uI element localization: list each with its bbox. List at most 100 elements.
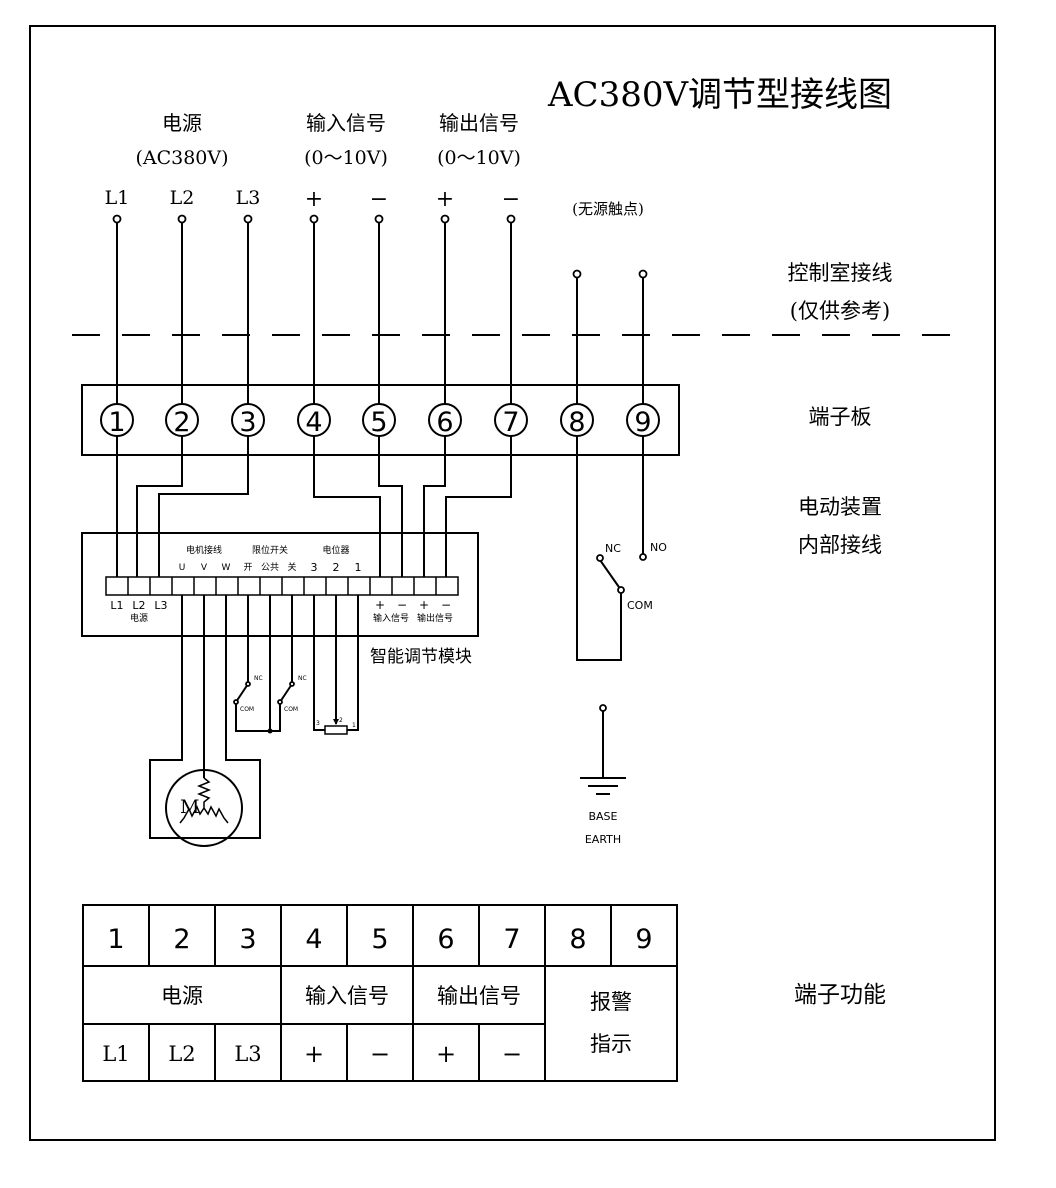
table-row3: L2 xyxy=(168,1042,195,1066)
table-row3: L1 xyxy=(102,1042,129,1066)
module-group-limit: 限位开关 xyxy=(252,544,288,556)
board-number: 4 xyxy=(305,407,322,438)
terminal-board xyxy=(81,384,680,456)
table-number: 7 xyxy=(503,924,520,955)
top-terminal-dots xyxy=(112,214,648,279)
alarm-switch-com: COM xyxy=(627,599,653,612)
control-room-label: 控制室接线 xyxy=(788,261,893,285)
potentiometer xyxy=(324,725,348,735)
group-input-range: (0～10V) xyxy=(304,147,388,169)
board-to-module-wires xyxy=(116,436,512,577)
alarm-switch-no: NO xyxy=(650,541,667,554)
outer-frame xyxy=(29,25,996,1141)
module-group-motor: 电机接线 xyxy=(186,544,222,556)
limit-switch-com: COM xyxy=(284,706,298,713)
terminal-board-label: 端子板 xyxy=(809,405,872,429)
pot-pin: 3 xyxy=(316,720,320,727)
limit-switch-nc: NC xyxy=(298,675,307,682)
potentiometer-wiper xyxy=(333,719,339,725)
table-number: 2 xyxy=(173,924,190,955)
diagram-title: AC380V调节型接线图 xyxy=(547,75,892,115)
board-number: 6 xyxy=(436,407,453,438)
top-wires xyxy=(116,217,644,404)
module-top-label: 3 xyxy=(311,561,318,574)
table-number: 5 xyxy=(371,924,388,955)
table-number: 9 xyxy=(635,924,652,955)
module-power-label: L3 xyxy=(154,599,167,612)
reference-only-label: (仅供参考) xyxy=(790,299,890,323)
module-top-label: U xyxy=(179,563,186,573)
module-power-caption: 电源 xyxy=(130,612,148,624)
potentiometer-wires xyxy=(313,595,359,731)
smart-control-module xyxy=(81,532,479,637)
top-terminal-label: + xyxy=(305,187,323,212)
top-terminal-label: − xyxy=(370,187,388,212)
table-row3: + xyxy=(436,1040,456,1068)
table-row3: L3 xyxy=(234,1042,261,1066)
internal-label-2: 内部接线 xyxy=(798,533,882,557)
module-top-label: 1 xyxy=(355,561,362,574)
motor xyxy=(165,769,243,847)
module-top-label: W xyxy=(222,563,231,573)
table-number: 6 xyxy=(437,924,454,955)
alarm-switch-no-dot xyxy=(639,553,647,561)
pot-pin: 2 xyxy=(339,717,343,724)
module-signal-pm: − xyxy=(397,598,407,612)
table-row3: − xyxy=(502,1040,522,1068)
board-number: 2 xyxy=(173,407,190,438)
pot-pin: 1 xyxy=(352,722,356,729)
module-name: 智能调节模块 xyxy=(370,647,472,667)
alarm-switch-wire-com xyxy=(576,436,622,661)
limit-switch-dots xyxy=(233,681,295,734)
internal-label-1: 电动装置 xyxy=(798,495,882,519)
board-number: 7 xyxy=(502,407,519,438)
top-terminal-label: + xyxy=(436,187,454,212)
module-signal-pm: + xyxy=(375,598,385,612)
table-number: 3 xyxy=(239,924,256,955)
table-number: 8 xyxy=(569,924,586,955)
alarm-switch-com-dot xyxy=(617,586,625,594)
board-number: 1 xyxy=(108,407,125,438)
table-power: 电源 xyxy=(161,984,203,1008)
module-input-caption: 输入信号 xyxy=(373,612,409,624)
module-signal-pm: − xyxy=(441,598,451,612)
table-input: 输入信号 xyxy=(305,984,389,1008)
module-top-label: 关 xyxy=(287,561,296,573)
limit-switch-wires xyxy=(235,595,293,732)
table-number: 4 xyxy=(305,924,322,955)
terminal-function-table xyxy=(82,904,678,1082)
passive-contact-label: (无源触点) xyxy=(572,200,644,218)
table-output: 输出信号 xyxy=(437,984,521,1008)
table-row3: + xyxy=(304,1040,324,1068)
module-output-caption: 输出信号 xyxy=(417,612,453,624)
module-top-label: 2 xyxy=(333,561,340,574)
module-signal-pm: + xyxy=(419,598,429,612)
motor-wires xyxy=(149,595,261,839)
top-terminal-label: L2 xyxy=(170,187,195,209)
motor-winding xyxy=(179,777,229,824)
module-top-label: 公共 xyxy=(261,562,279,573)
top-terminal-label: L3 xyxy=(236,187,261,209)
earth-label-1: BASE xyxy=(588,810,617,823)
table-number: 1 xyxy=(107,924,124,955)
earth-label-2: EARTH xyxy=(585,833,621,846)
alarm-switch-nc-dot xyxy=(596,554,604,562)
alarm-switch-nc: NC xyxy=(605,542,621,555)
table-alarm-2: 指示 xyxy=(590,1032,632,1056)
module-top-label: V xyxy=(201,563,208,573)
module-top-label: 开 xyxy=(243,562,252,573)
group-power-name: 电源 xyxy=(162,111,202,135)
module-terminal-dividers xyxy=(127,577,437,595)
alarm-switch-blade xyxy=(599,559,622,591)
board-number: 8 xyxy=(568,407,585,438)
board-number: 5 xyxy=(370,407,387,438)
module-power-label: L2 xyxy=(132,599,145,612)
table-row3: − xyxy=(370,1040,390,1068)
table-alarm-1: 报警 xyxy=(590,990,632,1014)
group-output-name: 输出信号 xyxy=(439,111,519,135)
earth-dot xyxy=(599,704,607,712)
group-power-range: (AC380V) xyxy=(135,147,228,169)
motor-label: M xyxy=(180,796,199,818)
board-number: 3 xyxy=(239,407,256,438)
